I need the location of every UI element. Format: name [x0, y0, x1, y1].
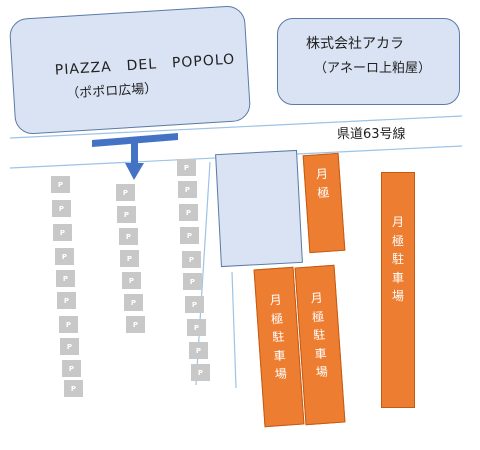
parking-spot: P: [52, 200, 71, 217]
road-edge-north: [9, 115, 463, 139]
monthly-label-char: 月: [310, 290, 324, 306]
parking-spot: P: [122, 272, 141, 289]
monthly-label-char: 極: [270, 311, 284, 327]
monthly-label-char: 月: [391, 215, 404, 229]
central-lot: [215, 149, 303, 268]
parking-spot: P: [183, 273, 202, 290]
piazza-del-popolo-building: PIAZZA DEL POPOLO （ポポロ広場）: [8, 4, 252, 136]
parking-spot: P: [60, 338, 79, 355]
parking-spot: P: [53, 224, 72, 241]
parking-spot: P: [179, 204, 198, 221]
parking-spot: P: [191, 364, 210, 381]
parking-spot: P: [51, 176, 70, 193]
akara-company-building: 株式会社アカラ （アネーロ上粕屋）: [277, 18, 460, 105]
parking-spot: P: [189, 342, 208, 359]
parking-spot: P: [187, 319, 206, 336]
parking-spot: P: [62, 360, 81, 377]
parking-spot: P: [64, 380, 83, 397]
parking-spot: P: [185, 296, 204, 313]
parking-spot: P: [56, 270, 75, 287]
entrance-arrow-icon: [92, 133, 178, 180]
monthly-label-char: 駐: [391, 252, 404, 267]
monthly-parking-long: 月 極 駐 車 場: [381, 172, 415, 408]
monthly-label-char: 場: [274, 366, 288, 382]
parking-spot: P: [124, 294, 143, 311]
monthly-label-char: 場: [315, 364, 329, 380]
parking-spot: P: [59, 316, 78, 333]
parking-spot: P: [117, 206, 136, 223]
lot-divider-right: [231, 271, 237, 389]
monthly-label-char: 場: [391, 289, 404, 304]
monthly-label-char: 月: [269, 292, 283, 308]
road-label: 県道63号線: [337, 127, 406, 142]
monthly-label-char: 駐: [312, 327, 326, 343]
akara-subname: （アネーロ上粕屋）: [314, 61, 432, 76]
monthly-label-char: 車: [391, 270, 404, 285]
parking-spot: P: [55, 248, 74, 265]
parking-spot: P: [180, 227, 199, 244]
parking-spot: P: [116, 184, 135, 201]
monthly-label-char: 車: [314, 346, 328, 362]
piazza-name: PIAZZA DEL POPOLO: [54, 51, 236, 79]
parking-spot: P: [57, 292, 76, 309]
parking-spot: P: [177, 159, 196, 176]
monthly-parking-short: 月 極: [302, 152, 346, 254]
parking-spot: P: [126, 316, 145, 333]
parking-spot: P: [182, 251, 201, 268]
akara-name: 株式会社アカラ: [306, 36, 404, 52]
piazza-subname: （ポポロ広場）: [65, 81, 158, 102]
monthly-label-char: 車: [273, 348, 287, 364]
parking-spot: P: [120, 250, 139, 267]
monthly-label-char: 極: [391, 233, 404, 248]
parking-spot: P: [119, 228, 138, 245]
monthly-label-char: 月: [315, 166, 329, 182]
monthly-label-char: 駐: [271, 329, 285, 345]
monthly-label-char: 極: [316, 185, 330, 201]
parking-spot: P: [178, 181, 197, 198]
monthly-label-char: 極: [311, 309, 325, 325]
